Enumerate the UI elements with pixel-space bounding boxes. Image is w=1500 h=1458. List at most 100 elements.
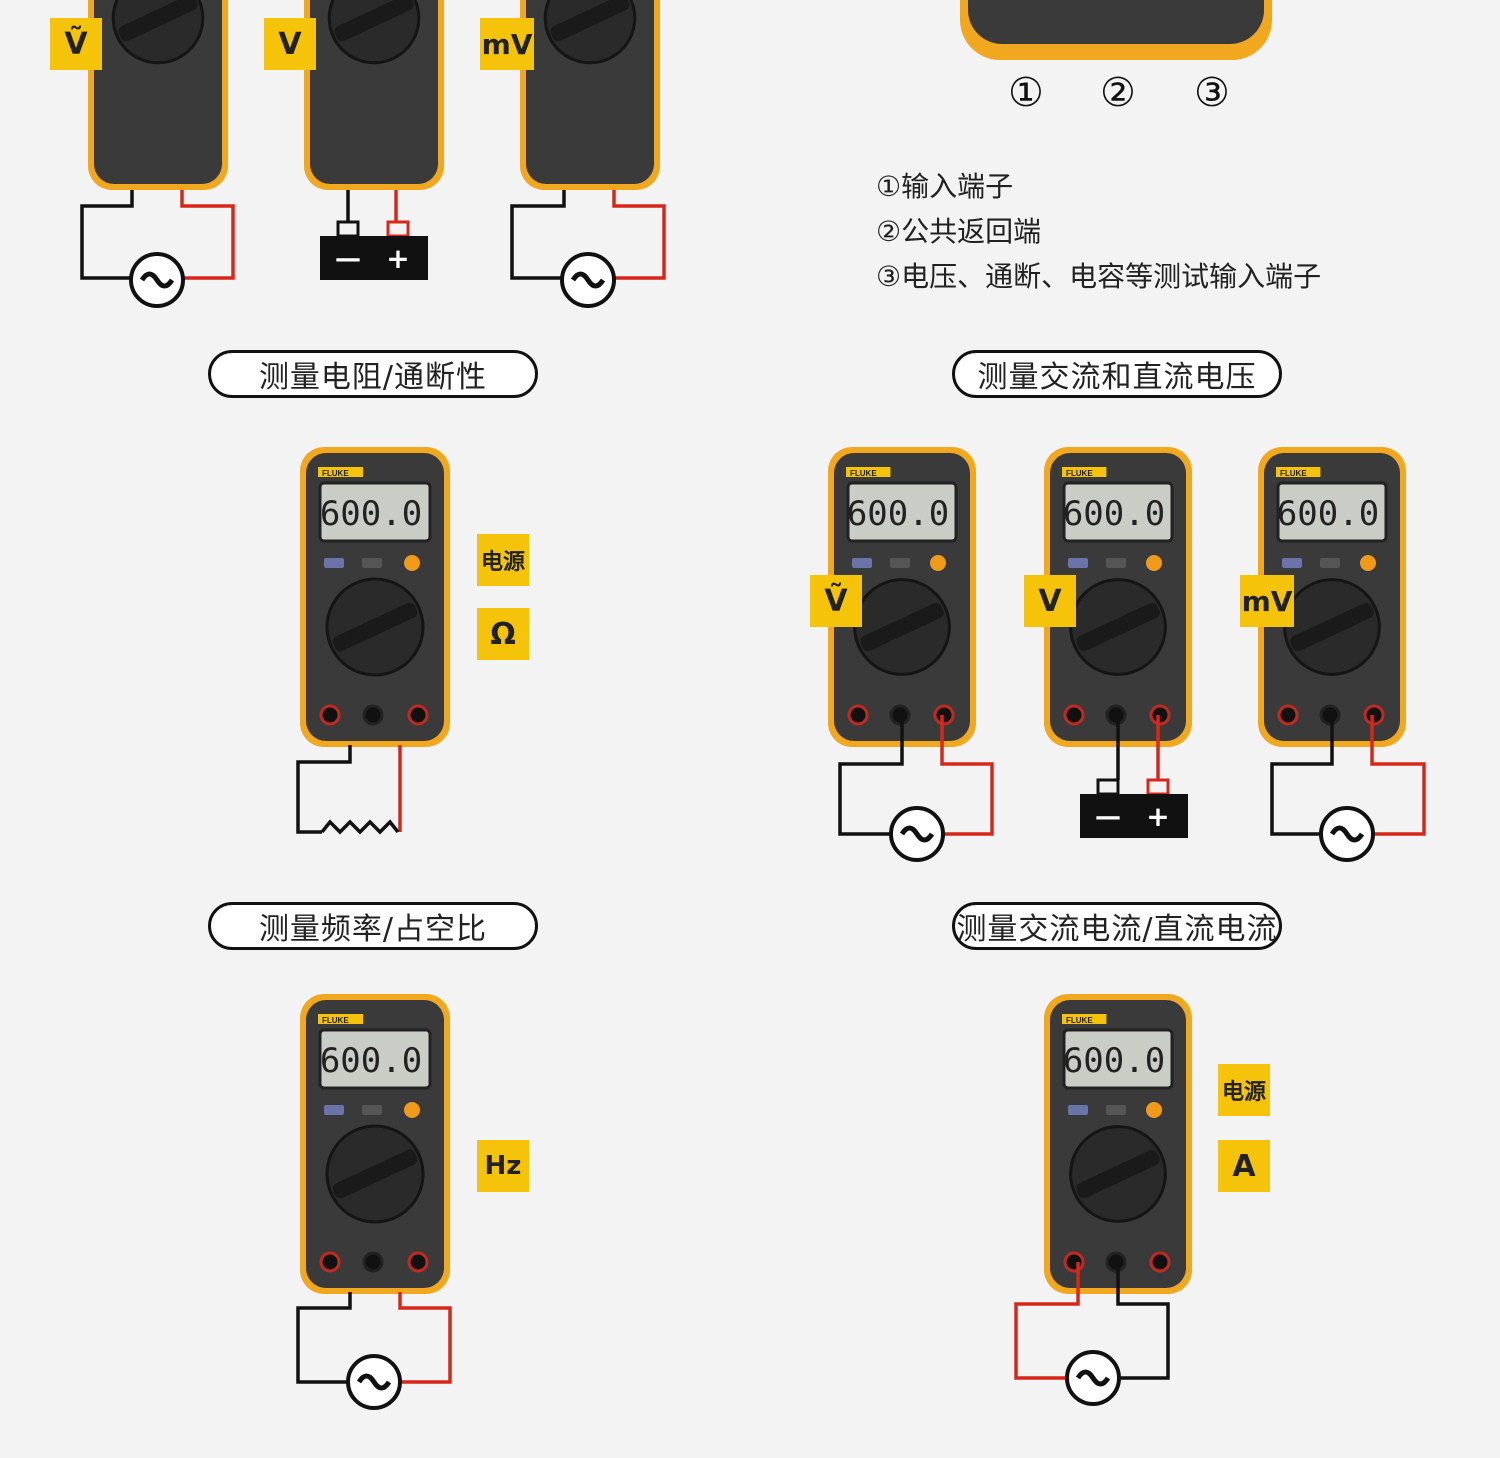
backlight-button (930, 555, 946, 571)
lcd-screen (318, 1028, 432, 1090)
multimeter-icon: FLUKE 600.0 (300, 994, 450, 1294)
section-title-resistance: 测量电阻/通断性 (208, 350, 538, 398)
badge-ac-voltage: Ṽ (810, 575, 862, 627)
input-jack-1 (1063, 1251, 1085, 1273)
legend-input-terminal: ①输入端子 (876, 170, 1014, 203)
wire-red-current (1014, 1262, 1080, 1380)
multimeter-icon (520, 0, 660, 190)
battery-icon: —+ (320, 220, 428, 280)
badge-millivolt: mV (1240, 575, 1294, 627)
lcd-reading: 600.0 (1277, 494, 1379, 534)
input-jack-3 (1149, 704, 1171, 726)
wire-black-top-3 (510, 190, 566, 280)
lcd-reading: 600.0 (1063, 1041, 1165, 1081)
ac-source-icon-voltage-1 (889, 806, 945, 862)
legend-voltage-terminal: ③电压、通断、电容等测试输入端子 (876, 260, 1322, 293)
input-jack-2 (1105, 704, 1127, 726)
multimeter-icon: FLUKE 600.0 (1044, 994, 1192, 1294)
ac-source-icon-voltage-3 (1319, 806, 1375, 862)
badge-ohm: Ω (477, 608, 529, 660)
wire-red-frequency (398, 1292, 452, 1384)
input-jack-1 (1063, 704, 1085, 726)
dial-knob (334, 0, 414, 42)
brand-label: FLUKE (1066, 1016, 1093, 1025)
dial-knob (1076, 1149, 1160, 1199)
range-button (1106, 558, 1126, 568)
brand-strip (846, 467, 891, 477)
badge-dc-voltage: V (1024, 575, 1076, 627)
brand-label: FLUKE (1280, 469, 1307, 478)
wire-red-voltage-1 (940, 715, 994, 836)
dial-knob (332, 602, 418, 652)
hold-button (1282, 558, 1302, 568)
input-jack-3 (407, 704, 429, 726)
badge-hertz: Hz (477, 1140, 529, 1192)
input-jack-1 (319, 704, 341, 726)
multimeter-icon (304, 0, 444, 190)
lcd-reading: 600.0 (320, 494, 422, 534)
range-button (1320, 558, 1340, 568)
brand-strip (318, 1014, 363, 1024)
multimeter-icon (88, 0, 228, 190)
hold-button (1068, 1105, 1088, 1115)
brand-strip (1276, 467, 1321, 477)
wire-red-voltage-3 (1370, 715, 1426, 836)
range-button (1106, 1105, 1126, 1115)
hold-button (324, 1105, 344, 1115)
brand-label: FLUKE (1066, 469, 1093, 478)
wire-red-top-3 (612, 190, 666, 280)
multimeter-icon: FLUKE 600.0 (1258, 447, 1406, 747)
input-jack-3 (407, 1251, 429, 1273)
input-jack-1 (847, 704, 869, 726)
badge-mv-top: mV (480, 18, 534, 70)
terminal-number-1: ① (1008, 70, 1044, 116)
meter-base-body (968, 0, 1264, 44)
brand-strip (1062, 467, 1107, 477)
wire-black-frequency (296, 1292, 352, 1384)
input-jack-2 (1319, 704, 1341, 726)
terminal-number-3: ③ (1194, 70, 1230, 116)
lcd-reading: 600.0 (320, 1041, 422, 1081)
resistor-icon (320, 819, 400, 835)
dial-knob (332, 1149, 418, 1199)
backlight-button (404, 555, 420, 571)
wire-red-top-1 (180, 190, 235, 280)
lcd-screen (1276, 481, 1388, 543)
dial-knob (1076, 602, 1160, 652)
battery-plus: + (386, 242, 409, 275)
wire-black-resistance (296, 745, 352, 834)
section-title-voltage: 测量交流和直流电压 (952, 350, 1282, 398)
backlight-button (404, 1102, 420, 1118)
backlight-button (1146, 1102, 1162, 1118)
dial-knob (118, 0, 198, 42)
wire-black-top-1 (80, 190, 134, 280)
section-title-current: 测量交流电流/直流电流 (952, 902, 1282, 950)
backlight-button (1146, 555, 1162, 571)
lcd-screen (318, 481, 432, 543)
lcd-screen (1062, 1028, 1174, 1090)
ac-source-icon-top-1 (129, 252, 185, 308)
wire-black-voltage-3 (1270, 715, 1334, 836)
wire-black-current (1116, 1262, 1170, 1380)
lcd-screen (846, 481, 958, 543)
wire-black-voltage-1 (838, 715, 904, 836)
badge-power: 电源 (477, 534, 529, 586)
brand-label: FLUKE (322, 1016, 349, 1025)
range-button (362, 1105, 382, 1115)
brand-label: FLUKE (850, 469, 877, 478)
dial-knob (1290, 602, 1374, 652)
ac-source-icon-frequency (346, 1354, 402, 1410)
terminal-number-2: ② (1100, 70, 1136, 116)
dial-knob (550, 0, 630, 42)
input-jack-3 (1149, 1251, 1171, 1273)
input-jack-3 (1363, 704, 1385, 726)
input-jack-2 (362, 704, 384, 726)
input-jack-2 (889, 704, 911, 726)
badge-ampere: A (1218, 1140, 1270, 1192)
badge-dc-voltage-top: V (264, 18, 316, 70)
brand-strip (1062, 1014, 1107, 1024)
battery-icon: —+ (1080, 778, 1188, 838)
